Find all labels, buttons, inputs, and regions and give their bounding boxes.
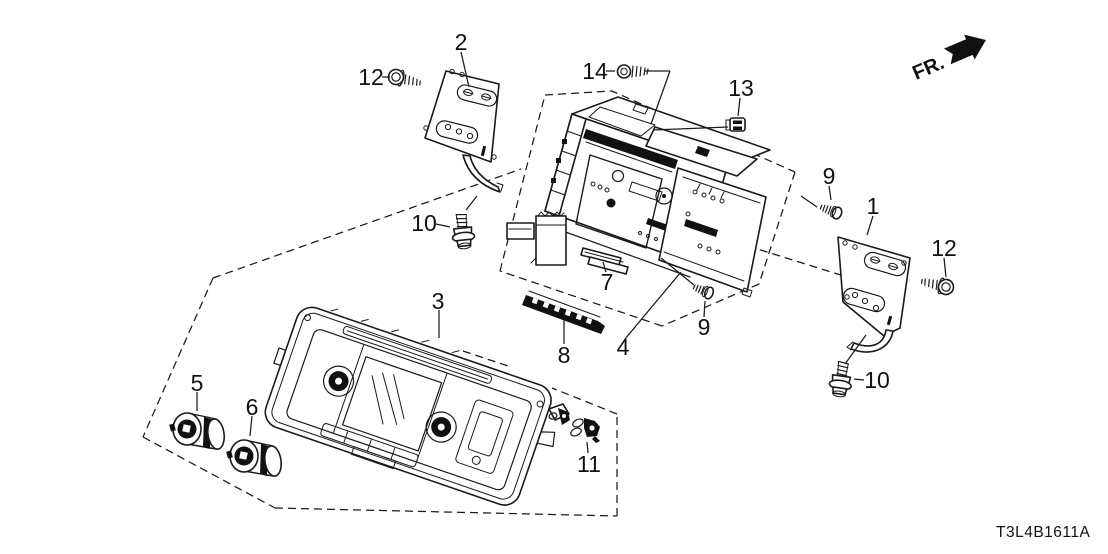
head-unit-drawing [544,96,771,298]
part-callout-9-right: 9 [823,163,836,189]
diagram-code: T3L4B1611A [996,524,1090,541]
fr-direction-indicator: FR. [909,34,986,85]
part-callout-12-right: 12 [931,235,957,261]
bracket-left-drawing [423,68,504,193]
bracket-rail-7-drawing [580,247,629,275]
callout-leader-lines [196,51,947,454]
part-callout-7: 7 [601,269,614,295]
part-callouts: 1 2 3 4 5 6 7 8 9 9 10 10 11 12 12 13 14 [191,29,957,477]
bracket-right-drawing [837,236,911,353]
part-callout-11: 11 [577,451,601,477]
part-callout-14: 14 [582,58,608,84]
connector-strip-8-drawing [522,290,605,334]
part-callout-2: 2 [455,29,468,55]
clip-13-drawing [725,117,746,132]
clip-11-drawing [570,418,600,443]
part-callout-3: 3 [432,288,445,314]
part-callout-10-right: 10 [864,367,890,393]
screw-10-left-drawing [451,213,476,250]
part-callout-12-left: 12 [358,64,384,90]
screw-14-drawing [616,64,649,79]
front-panel-drawing [264,306,556,506]
part-callout-4: 4 [617,334,630,360]
knob-6-drawing [226,439,282,477]
knob-5-drawing [169,412,225,450]
dashed-boundary-panel-group [142,168,618,517]
screw-12-right-drawing [921,277,955,296]
part-callout-10-left: 10 [411,210,437,236]
part-callout-13: 13 [728,75,754,101]
part-callout-9-left: 9 [698,314,711,340]
part-callout-6: 6 [246,394,259,420]
part-callout-1: 1 [867,193,880,219]
part-callout-8: 8 [558,342,571,368]
screw-12-left-drawing [387,68,421,87]
panel-side-tab-drawing [548,403,570,425]
accessory-packet-drawing [530,211,567,266]
screw-9-right-drawing [819,204,843,220]
accessory-card-drawing [506,222,535,240]
part-callout-5: 5 [191,370,204,396]
screw-10-right-drawing [828,360,853,398]
screw-9-left-drawing [692,284,715,300]
fr-arrow-icon [943,34,986,65]
fr-label: FR. [909,52,947,85]
